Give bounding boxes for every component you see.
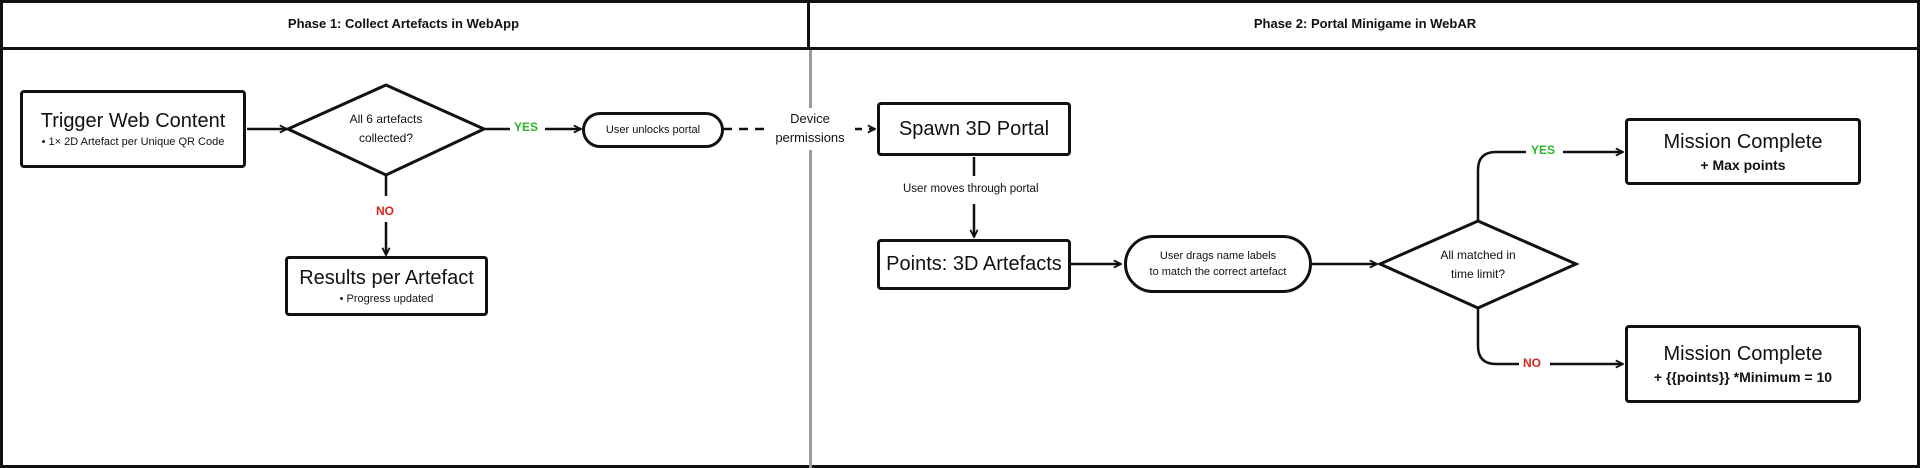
- all6-line1: All 6 artefacts: [349, 112, 423, 127]
- phase1-header: Phase 1: Collect Artefacts in WebApp: [0, 0, 810, 50]
- device-permissions-label: Device permissions: [765, 108, 855, 150]
- user-drags-labels-node: User drags name labels to match the corre…: [1124, 235, 1312, 293]
- trigger-title: Trigger Web Content: [40, 110, 226, 132]
- mission-complete-min-node: Mission Complete + {{points}} *Minimum =…: [1625, 325, 1861, 403]
- device-line1: Device: [790, 111, 830, 126]
- all6-line2: collected?: [358, 131, 414, 145]
- no-label-phase2: NO: [1519, 356, 1545, 370]
- edge-yes-to-max: [1476, 152, 1623, 220]
- matched-line2: time limit?: [1450, 267, 1505, 281]
- points-3d-artefacts-node: Points: 3D Artefacts: [877, 239, 1071, 290]
- matched-line1: All matched in: [1440, 248, 1516, 263]
- mission-max-title: Mission Complete: [1663, 130, 1823, 153]
- results-per-artefact-node: Results per Artefact • Progress updated: [285, 256, 488, 316]
- moves-through-portal-label: User moves through portal: [900, 183, 1042, 195]
- decision-matched-label: All matched in time limit?: [1408, 240, 1548, 290]
- yes-label-phase1: YES: [510, 120, 543, 134]
- spawn-3d-portal-node: Spawn 3D Portal: [877, 102, 1071, 156]
- drag-line2: to match the correct artefact: [1149, 266, 1287, 278]
- no-label-phase1: NO: [372, 204, 398, 218]
- results-bullet: • Progress updated: [339, 293, 434, 305]
- decision-all6-shape: [284, 83, 488, 177]
- phase-divider: [809, 50, 812, 468]
- user-unlocks-portal-node: User unlocks portal: [582, 112, 724, 148]
- decision-matched-shape: [1376, 219, 1580, 310]
- spawn-title: Spawn 3D Portal: [898, 117, 1050, 140]
- phase2-header: Phase 2: Portal Minigame in WebAR: [810, 0, 1920, 50]
- results-title: Results per Artefact: [299, 267, 474, 289]
- decision-all6-label: All 6 artefacts collected?: [318, 104, 454, 154]
- edge-no-to-min: [1476, 309, 1623, 364]
- mission-min-title: Mission Complete: [1663, 343, 1823, 365]
- device-line2: permissions: [775, 129, 845, 145]
- trigger-bullet: • 1× 2D Artefact per Unique QR Code: [41, 136, 225, 148]
- mission-min-sub: + {{points}} *Minimum = 10: [1653, 369, 1833, 385]
- drag-line1: User drags name labels: [1159, 249, 1277, 262]
- trigger-web-content-node: Trigger Web Content • 1× 2D Artefact per…: [20, 90, 246, 168]
- mission-complete-max-node: Mission Complete + Max points: [1625, 118, 1861, 185]
- yes-label-phase2: YES: [1527, 143, 1560, 157]
- points-title: Points: 3D Artefacts: [886, 253, 1062, 275]
- mission-max-sub: + Max points: [1700, 156, 1786, 173]
